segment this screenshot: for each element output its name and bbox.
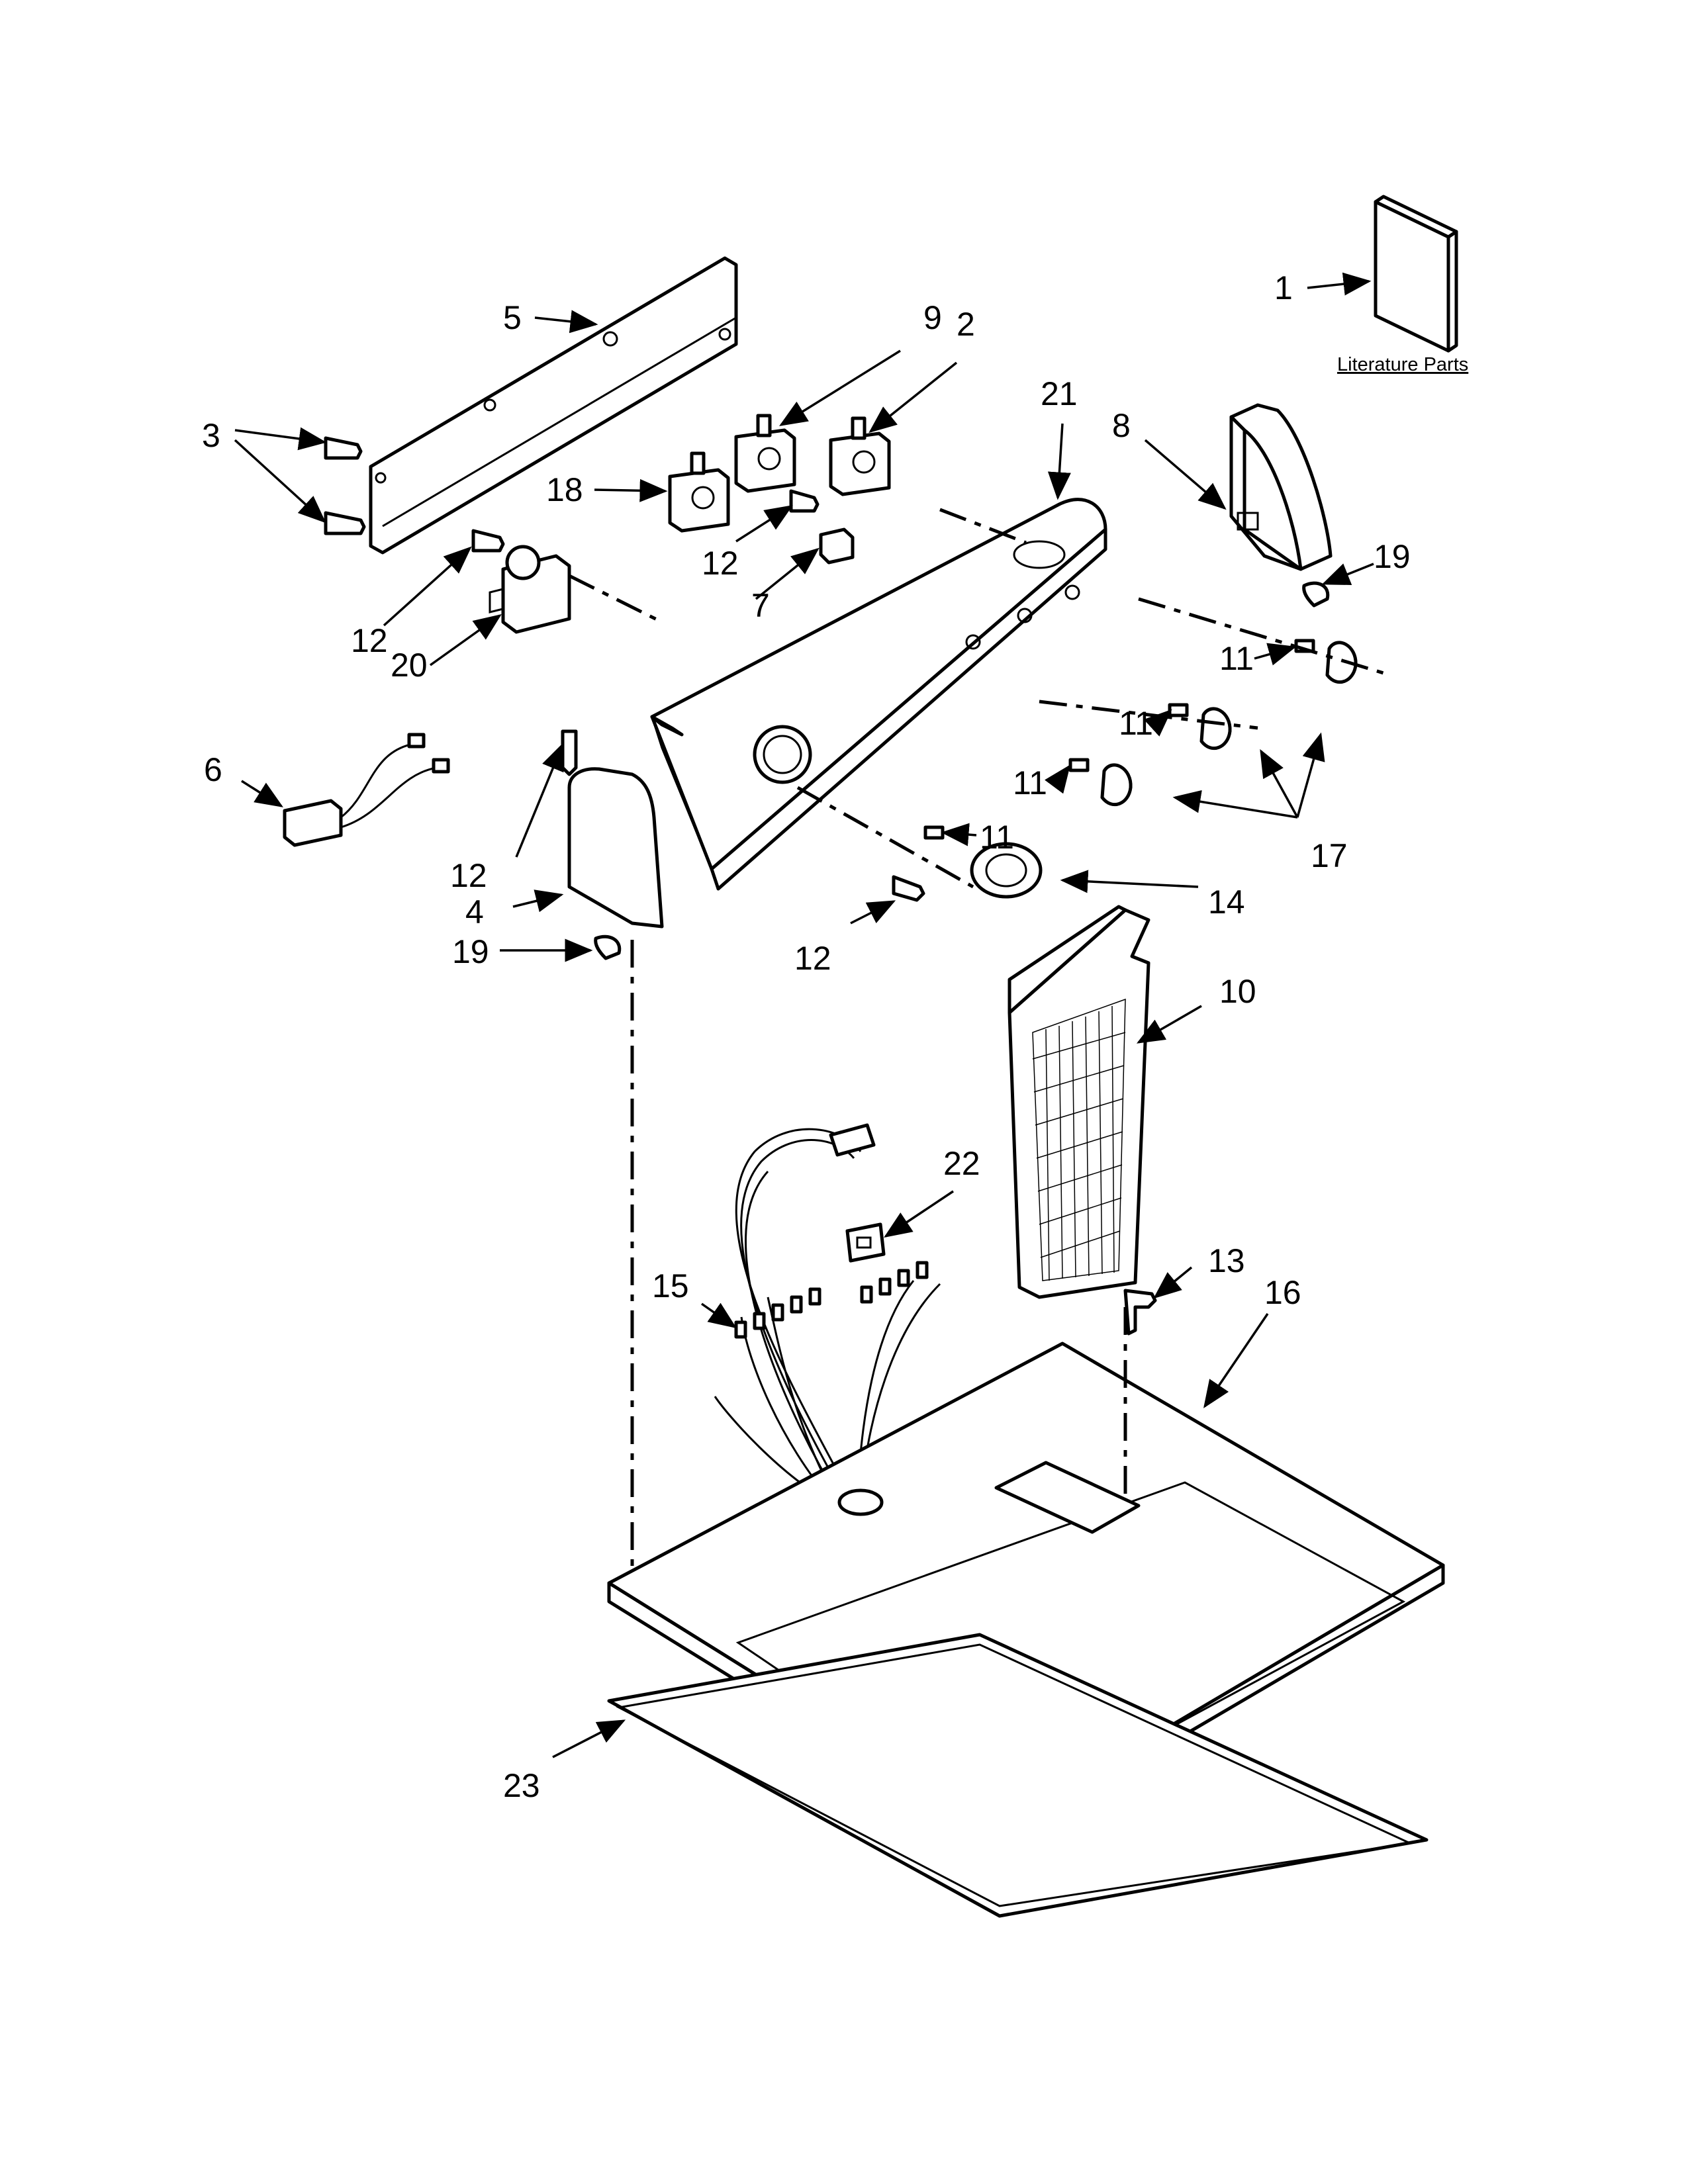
connector-22-part[interactable] (845, 1222, 886, 1263)
callout-6: 6 (204, 751, 222, 788)
callout-1: 1 (1274, 269, 1293, 306)
callout-9: 9 (923, 299, 942, 336)
callout-7: 7 (751, 587, 770, 624)
wire-harness-6-part[interactable] (283, 733, 450, 847)
callout-2: 2 (957, 306, 975, 343)
callout-17: 17 (1311, 837, 1348, 874)
callout-13: 13 (1208, 1242, 1245, 1279)
rear-bracket-part[interactable] (369, 256, 738, 555)
callout-20: 20 (391, 647, 428, 684)
clip-19-part[interactable] (594, 581, 1330, 960)
main-knob-14-part[interactable] (970, 842, 1043, 899)
callout-11d: 11 (980, 819, 1014, 856)
callout-12d: 12 (794, 940, 831, 977)
callout-21: 21 (1041, 375, 1078, 412)
screw-12-part[interactable] (471, 489, 925, 902)
callout-19a: 19 (1374, 538, 1411, 575)
callout-16: 16 (1264, 1274, 1301, 1311)
end-cap-8-part[interactable] (1229, 403, 1333, 571)
callout-11c: 11 (1013, 764, 1047, 801)
callout-12a: 12 (702, 545, 739, 582)
screw-13-part[interactable] (1123, 1289, 1157, 1336)
callout-22: 22 (943, 1145, 980, 1182)
callout-labels: 1 2 3 4 5 6 7 8 9 10 11 11 11 11 12 12 1… (202, 269, 1468, 1804)
callout-19b: 19 (452, 933, 489, 970)
console-21-part[interactable] (650, 498, 1107, 891)
switch-18-part[interactable] (668, 451, 730, 533)
end-cap-4-part[interactable] (567, 767, 664, 929)
clip-7-part[interactable] (819, 527, 855, 565)
callout-4: 4 (465, 893, 484, 931)
callout-18: 18 (546, 471, 583, 508)
callout-12c: 12 (450, 857, 487, 894)
gasket-23-part[interactable] (607, 1633, 1429, 1918)
callout-5: 5 (503, 299, 522, 336)
literature-parts-label: Literature Parts (1337, 354, 1468, 375)
callout-23: 23 (503, 1767, 540, 1804)
callout-11b: 11 (1119, 705, 1153, 742)
screw-part[interactable] (324, 436, 366, 535)
switch-2-part[interactable] (829, 416, 891, 496)
callout-arrows (234, 272, 1374, 1758)
callout-10: 10 (1219, 973, 1256, 1010)
callout-11a: 11 (1219, 640, 1254, 677)
switch-9-part[interactable] (734, 414, 796, 493)
knob-17-part[interactable] (1100, 641, 1358, 807)
literature-booklet-part[interactable] (1374, 195, 1458, 353)
callout-15: 15 (652, 1267, 689, 1304)
callout-3: 3 (202, 417, 220, 454)
callout-14: 14 (1208, 884, 1245, 921)
callout-12b: 12 (351, 622, 388, 659)
lint-screen-10-part[interactable] (1008, 905, 1150, 1299)
callout-8: 8 (1112, 407, 1131, 444)
timer-20-part[interactable] (489, 545, 571, 634)
